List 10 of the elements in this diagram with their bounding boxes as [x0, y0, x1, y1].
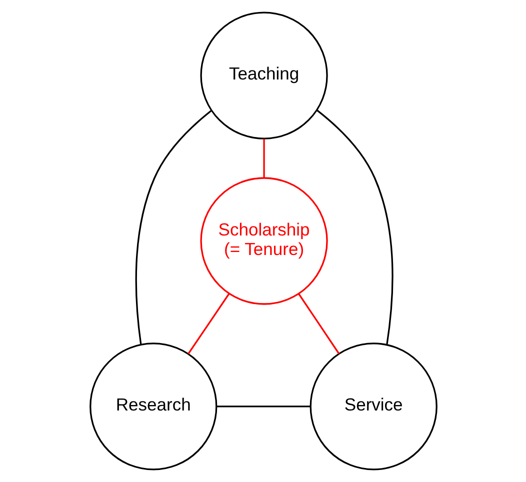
connector [187, 293, 230, 354]
connector [298, 293, 340, 354]
connector [216, 406, 310, 408]
node-circle: Research [89, 342, 217, 470]
connector [316, 109, 393, 345]
connector [134, 110, 212, 344]
connector [262, 138, 264, 178]
node-circle: Scholarship (= Tenure) [200, 177, 328, 305]
node-circle: Teaching [200, 12, 328, 140]
node-circle: Service [309, 342, 437, 470]
